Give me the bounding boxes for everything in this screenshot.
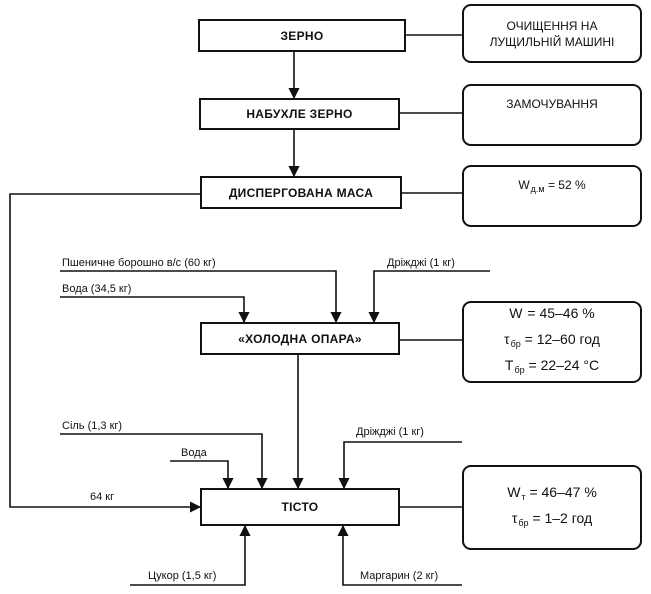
input-water-sponge-label: Вода (34,5 кг) [62,283,132,295]
note-soaking: ЗАМОЧУВАННЯ [462,84,642,146]
param-sponge-duration: τбр = 12–60 год [504,331,600,349]
input-flour-label: Пшеничне борошно в/с (60 кг) [62,257,216,269]
arrow-water-sponge-input [60,296,250,324]
arrow-salt-input [60,433,268,490]
param-sponge-temperature: Tбр = 22–24 °C [504,357,600,375]
note-cleaning-line-1: ОЧИЩЕННЯ НА [506,18,598,33]
step-dough: ТІСТО [200,488,400,526]
arrow-water-dough-input [170,460,234,490]
arrow-sugar-input [130,524,251,586]
note-sponge-params: W = 45–46 % τбр = 12–60 год Tбр = 22–24 … [462,301,642,383]
input-sugar-label: Цукор (1,5 кг) [148,570,217,582]
input-salt-label: Сіль (1,3 кг) [62,420,123,432]
step-cold-sponge: «ХОЛОДНА ОПАРА» [200,322,400,355]
step-dispersed-mass-label: ДИСПЕРГОВАНА МАСА [228,185,374,200]
step-swollen-grain-label: НАБУХЛЕ ЗЕРНО [246,107,353,121]
note-dough-params: Wт = 46–47 % τбр = 1–2 год [462,465,642,550]
param-dough-duration: τбр = 1–2 год [511,509,593,528]
step-swollen-grain: НАБУХЛЕ ЗЕРНО [199,98,400,130]
step-cold-sponge-label: «ХОЛОДНА ОПАРА» [238,331,362,346]
param-dough-moisture: Wт = 46–47 % [507,483,597,502]
note-cleaning-line-2: ЛУЩИЛЬНІЙ МАШИНІ [489,34,615,49]
arrow-yeast-dough-input [338,441,462,490]
note-dispersed-moisture: Wд.м = 52 % [462,165,642,227]
step-grain: ЗЕРНО [198,19,406,52]
step-dispersed-mass: ДИСПЕРГОВАНА МАСА [200,176,402,209]
input-margarine-label: Маргарин (2 кг) [360,570,439,582]
step-grain-label: ЗЕРНО [280,28,324,43]
input-yeast-dough-label: Дріжджі (1 кг) [356,426,424,438]
input-dispersed-amount-label: 64 кг [90,491,115,503]
step-dough-label: ТІСТО [281,500,319,514]
arrow-margarine-input [337,524,462,586]
input-water-dough-label: Вода [181,447,207,459]
note-soaking-label: ЗАМОЧУВАННЯ [506,97,598,111]
arrow-yeast-sponge-input [368,270,490,324]
param-sponge-moisture: W = 45–46 % [509,305,595,321]
arrow-dispersed-to-dough [9,193,202,513]
input-yeast-sponge-label: Дріжджі (1 кг) [387,257,455,269]
note-dispersed-moisture-value: Wд.м = 52 % [518,178,586,194]
arrow-flour-input [60,270,342,324]
note-cleaning: ОЧИЩЕННЯ НА ЛУЩИЛЬНІЙ МАШИНІ [462,4,642,63]
